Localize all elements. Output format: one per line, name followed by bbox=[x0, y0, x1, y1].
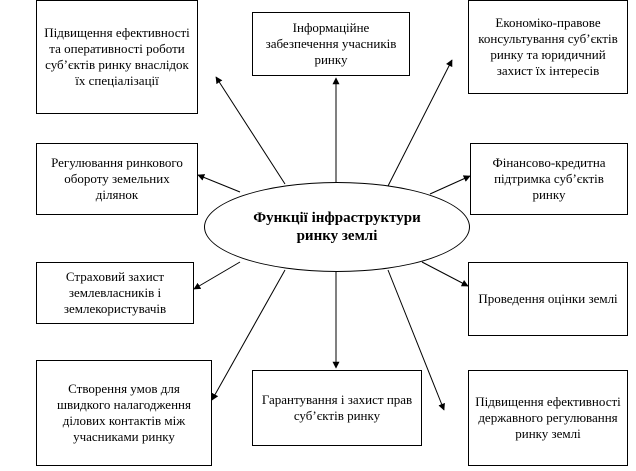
function-box-label: Інформаційне забезпечення учасників ринк… bbox=[265, 20, 397, 67]
function-box-label: Регулювання ринкового обороту земельних … bbox=[51, 155, 183, 202]
function-box-rights-protection: Гарантування і захист прав суб’єктів рин… bbox=[252, 370, 422, 446]
arrow-to-mid-left-lower bbox=[193, 261, 241, 290]
function-box-business-contacts: Створення умов для швидкого налагодження… bbox=[36, 360, 212, 466]
function-box-label: Підвищення ефективності та оперативності… bbox=[44, 25, 190, 88]
function-box-label: Фінансово-кредитна підтримка суб’єктів р… bbox=[492, 155, 606, 202]
function-box-financial-support: Фінансово-кредитна підтримка суб’єктів р… bbox=[470, 143, 628, 215]
function-box-insurance: Страховий захист землевласників і землек… bbox=[36, 262, 194, 324]
function-box-turnover-regulation: Регулювання ринкового обороту земельних … bbox=[36, 143, 198, 215]
central-title: Функції інфраструктури ринку землі bbox=[253, 210, 421, 244]
function-box-label: Проведення оцінки землі bbox=[478, 291, 618, 306]
arrow-to-mid-right-upper bbox=[429, 175, 471, 195]
arrow-to-mid-left-upper bbox=[197, 174, 241, 193]
function-box-legal-consulting: Економіко-правове консультування суб’єкт… bbox=[468, 0, 628, 94]
function-box-information: Інформаційне забезпечення учасників ринк… bbox=[252, 12, 410, 76]
arrow-to-top-right bbox=[387, 59, 453, 187]
function-box-land-valuation: Проведення оцінки землі bbox=[468, 262, 628, 336]
arrow-to-top-left bbox=[215, 76, 286, 185]
function-box-state-regulation: Підвищення ефективності державного регул… bbox=[468, 370, 628, 466]
function-box-label: Гарантування і захист прав суб’єктів рин… bbox=[261, 392, 413, 423]
arrow-to-bottom-right bbox=[387, 269, 445, 411]
function-box-label: Створення умов для швидкого налагодження… bbox=[57, 381, 191, 444]
central-ellipse: Функції інфраструктури ринку землі bbox=[204, 182, 470, 272]
function-box-label: Економіко-правове консультування суб’єкт… bbox=[478, 15, 618, 78]
arrow-to-bottom-left bbox=[211, 269, 286, 401]
function-box-specialization: Підвищення ефективності та оперативності… bbox=[36, 0, 198, 114]
function-box-label: Страховий захист землевласників і землек… bbox=[63, 269, 167, 316]
arrow-to-mid-right-lower bbox=[421, 261, 469, 287]
function-box-label: Підвищення ефективності державного регул… bbox=[475, 394, 621, 441]
